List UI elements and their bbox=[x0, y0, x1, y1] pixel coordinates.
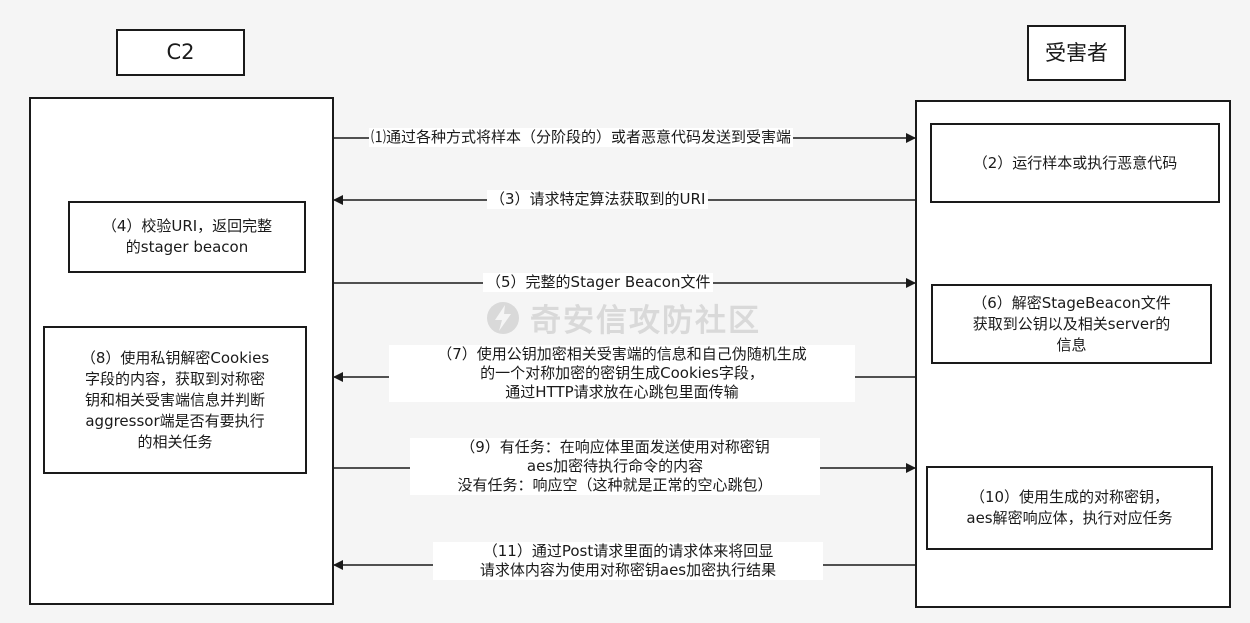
step-10-text: （10）使用生成的对称密钥， aes解密响应体，执行对应任务 bbox=[966, 488, 1173, 527]
step-2-text: （2）运行样本或执行恶意代码 bbox=[972, 153, 1178, 172]
lightning-logo-icon bbox=[487, 301, 519, 334]
step-7-label: （7）使用公钥加密相关受害端的信息和自己伪随机生成 的一个对称加密的密钥生成Co… bbox=[389, 345, 855, 402]
step-5-label: （5）完整的Stager Beacon文件 bbox=[483, 273, 714, 292]
step-1-label: ⑴通过各种方式将样本（分阶段的）或者恶意代码发送到受害端 bbox=[369, 128, 794, 147]
step-4-box: （4）校验URI，返回完整 的stager beacon bbox=[68, 201, 306, 273]
victim-title: 受害者 bbox=[1045, 40, 1108, 65]
c2-title: C2 bbox=[166, 40, 195, 64]
step-6-box: （6）解密StageBeacon文件 获取到公钥以及相关server的 信息 bbox=[931, 284, 1212, 364]
step-11-label: （11）通过Post请求里面的请求体来将回显 请求体内容为使用对称密钥aes加密… bbox=[433, 542, 823, 580]
step-3-label: （3）请求特定算法获取到的URI bbox=[487, 190, 709, 209]
step-4-text: （4）校验URI，返回完整 的stager beacon bbox=[101, 217, 273, 256]
watermark-text: 奇安信攻防社区 bbox=[530, 303, 761, 339]
step-8-box: （8）使用私钥解密Cookies 字段的内容，获取到对称密 钥和相关受害端信息并… bbox=[43, 326, 307, 474]
step-9-label: （9）有任务：在响应体里面发送使用对称密钥 aes加密待执行命令的内容 没有任务… bbox=[410, 438, 820, 495]
step-2-box: （2）运行样本或执行恶意代码 bbox=[930, 123, 1220, 203]
c2-title-box: C2 bbox=[116, 29, 245, 76]
step-6-text: （6）解密StageBeacon文件 获取到公钥以及相关server的 信息 bbox=[972, 293, 1171, 354]
victim-title-box: 受害者 bbox=[1027, 25, 1126, 81]
step-10-box: （10）使用生成的对称密钥， aes解密响应体，执行对应任务 bbox=[926, 466, 1213, 550]
step-8-text: （8）使用私钥解密Cookies 字段的内容，获取到对称密 钥和相关受害端信息并… bbox=[80, 348, 270, 451]
watermark: 奇安信攻防社区 bbox=[486, 295, 761, 340]
